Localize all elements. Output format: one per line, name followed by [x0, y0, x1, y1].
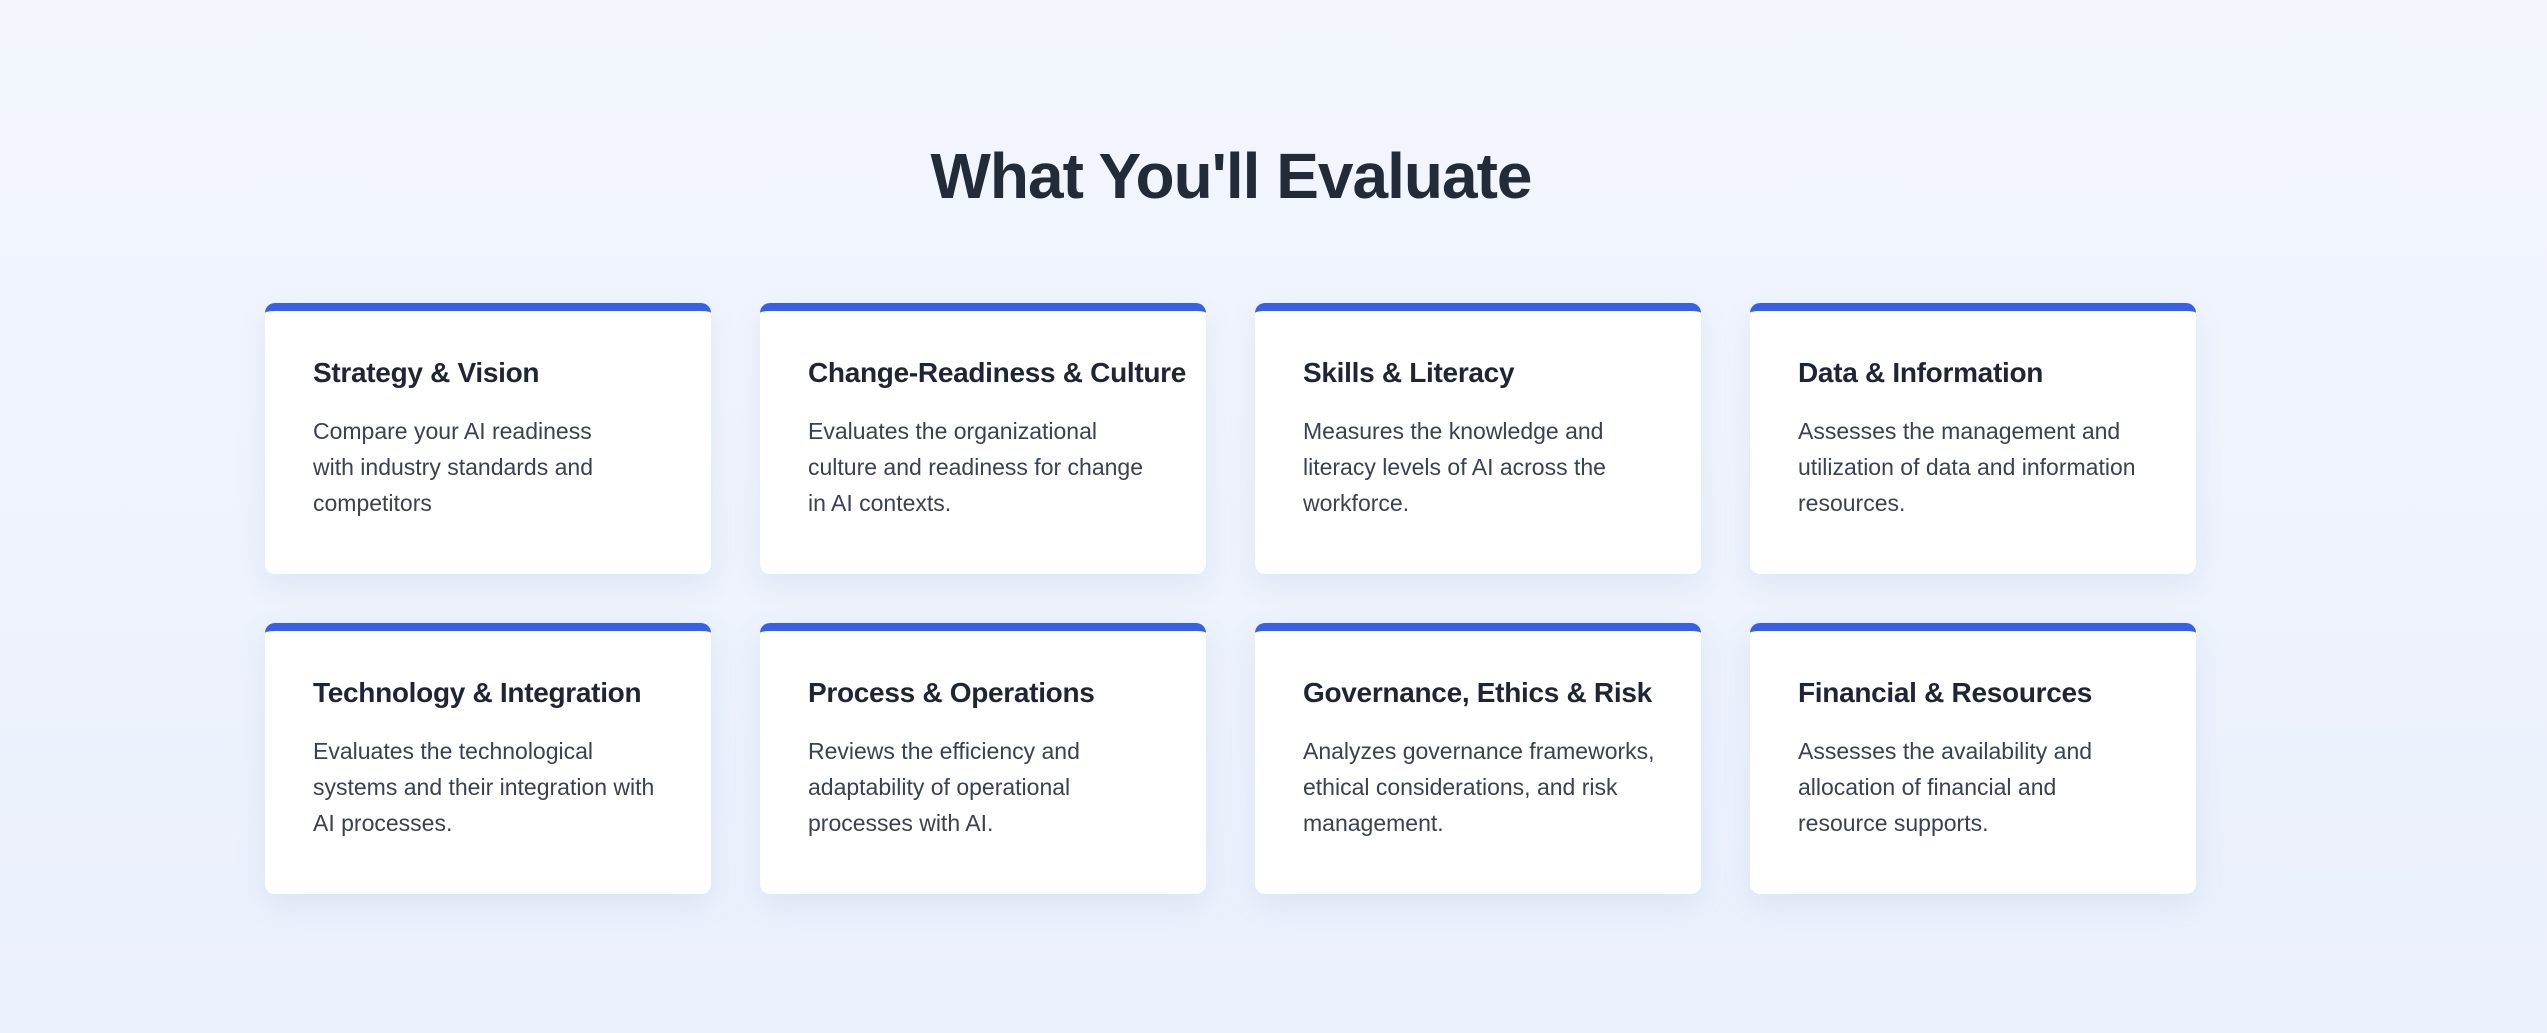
card-description: Evaluates the organizational culture and… [808, 418, 1143, 516]
card-title: Change-Readiness & Culture [808, 357, 1187, 388]
card-process-operations: Process & Operations Reviews the efficie… [760, 623, 1206, 894]
card-data-information: Data & Information Assesses the manageme… [1750, 303, 2196, 574]
card-skills-literacy: Skills & Literacy Measures the knowledge… [1255, 303, 1701, 574]
card-description: Assesses the management and utilization … [1798, 418, 2136, 516]
card-description: Measures the knowledge and literacy leve… [1303, 418, 1606, 516]
card-title: Process & Operations [808, 677, 1095, 708]
card-strategy-vision: Strategy & Vision Compare your AI readin… [265, 303, 711, 574]
card-description: Analyzes governance frameworks, ethical … [1303, 738, 1655, 836]
card-description: Compare your AI readiness with industry … [313, 418, 593, 516]
card-financial-resources: Financial & Resources Assesses the avail… [1750, 623, 2196, 894]
card-title: Skills & Literacy [1303, 357, 1515, 388]
card-title: Data & Information [1798, 357, 2044, 388]
card-title: Financial & Resources [1798, 677, 2093, 708]
card-title: Strategy & Vision [313, 357, 540, 388]
card-technology-integration: Technology & Integration Evaluates the t… [265, 623, 711, 894]
card-change-readiness-culture: Change-Readiness & Culture Evaluates the… [760, 303, 1206, 574]
card-description: Evaluates the technological systems and … [313, 738, 655, 836]
card-title: Governance, Ethics & Risk [1303, 677, 1652, 708]
card-title: Technology & Integration [313, 677, 642, 708]
card-description: Reviews the efficiency and adaptability … [808, 738, 1080, 836]
card-governance-ethics-risk: Governance, Ethics & Risk Analyzes gover… [1255, 623, 1701, 894]
page-title: What You'll Evaluate [930, 140, 1533, 212]
card-description: Assesses the availability and allocation… [1798, 738, 2093, 836]
card-grid: Strategy & Vision Compare your AI readin… [265, 303, 2197, 894]
